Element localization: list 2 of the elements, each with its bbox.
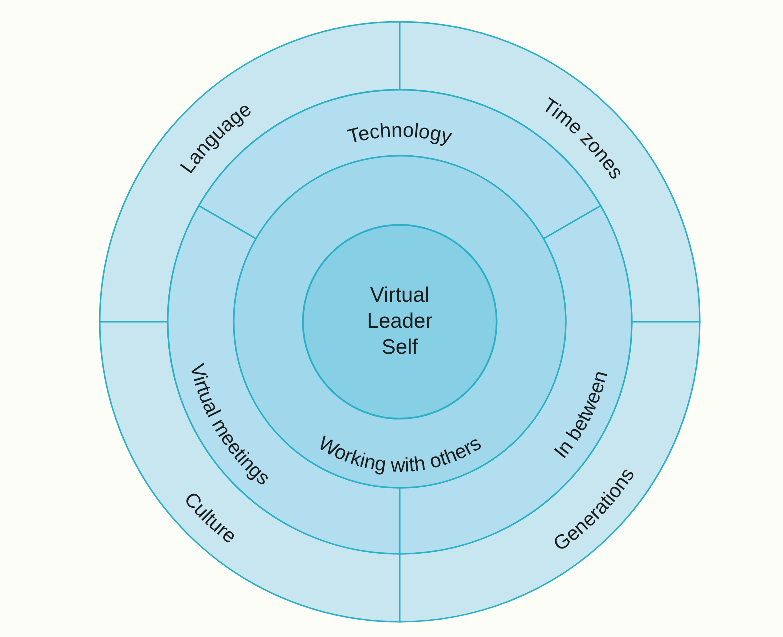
center-label: Virtual Leader Self xyxy=(366,282,434,362)
segment-label: Technology xyxy=(346,120,454,149)
